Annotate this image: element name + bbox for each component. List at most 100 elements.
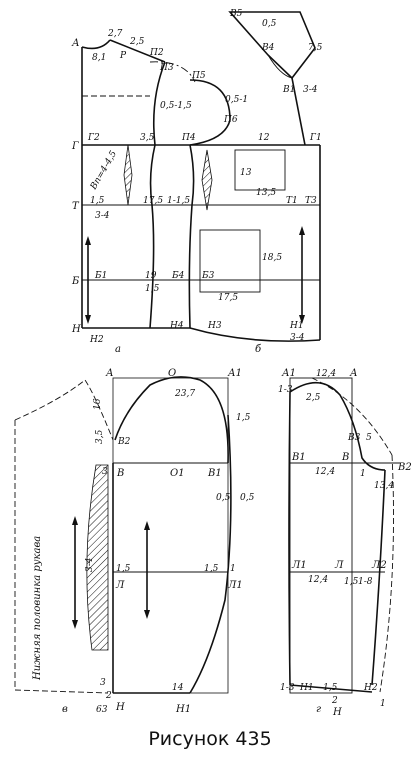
point-label: П5 — [191, 71, 206, 81]
panel-label-a: а — [115, 344, 121, 355]
dim-label: 0,5 — [262, 19, 277, 29]
under-sleeve-text: Нижняя половинка рукава — [32, 536, 43, 681]
point-label: Л2 — [371, 560, 387, 571]
point-label: В1 — [291, 452, 306, 463]
dim-label: 7,5 — [308, 43, 323, 53]
sleeve-front-seam — [189, 414, 232, 694]
dim-label: 17,5 — [143, 196, 163, 206]
dim-label: 2 — [331, 696, 338, 706]
arrow-head — [85, 315, 91, 324]
back-armhole — [152, 61, 166, 146]
dim-label: 12,4 — [315, 467, 335, 477]
point-label: Л — [115, 580, 125, 591]
front-shoulder-piece — [228, 11, 316, 80]
dim-label: 3,5 — [95, 429, 105, 444]
sleeve-hatched-area — [86, 464, 109, 651]
point-label: В — [116, 468, 124, 479]
point-label: А1 — [227, 368, 242, 379]
point-label: А — [349, 368, 358, 379]
front-side-seam — [188, 144, 195, 329]
dim-label: 2,5 — [129, 37, 145, 47]
dim-label: 1,5 — [236, 413, 251, 423]
arrow-head — [72, 516, 78, 525]
point-label: Б1 — [94, 271, 107, 281]
point-label: В2 — [397, 462, 412, 473]
point-label: Л1 — [227, 580, 243, 591]
dim-label: 1,5 — [323, 683, 338, 693]
point-label: П4 — [181, 133, 196, 143]
dim-label: 13,4 — [374, 481, 394, 491]
under-sleeve-cap — [14, 379, 114, 441]
guide-curve — [149, 61, 196, 83]
back-dart — [123, 144, 133, 206]
point-label: Н4 — [169, 321, 184, 331]
dim-label: 0,5-1,5 — [160, 101, 192, 111]
dim-label: 13 — [240, 168, 252, 178]
under-sleeve-outline — [14, 420, 109, 694]
arrow-head — [144, 610, 150, 619]
panel-label-b: б — [255, 344, 262, 355]
hem-line-front — [189, 327, 321, 342]
dim-label: 1 — [360, 469, 366, 479]
point-label: Т3 — [305, 196, 317, 206]
dim-label: 13,5 — [256, 188, 276, 198]
point-label: Г2 — [87, 133, 100, 143]
dim-label: 1,5 — [90, 196, 105, 206]
panel-label-v: в — [62, 704, 68, 715]
point-label: П3 — [159, 63, 174, 73]
dim-label: 0,5 — [240, 493, 255, 503]
point-label: Т1 — [286, 196, 298, 206]
point-label: Б — [71, 276, 80, 287]
point-label: Б4 — [171, 271, 185, 281]
dim-label: 1,5 — [344, 577, 359, 587]
dim-label: 19 — [145, 271, 157, 281]
sleeve-g-front — [371, 469, 386, 686]
point-label: Н1 — [289, 321, 304, 331]
dim-label: 1,5 — [116, 564, 131, 574]
sleeve-g-cap — [289, 381, 386, 471]
point-label: Н — [332, 707, 342, 718]
point-label: А1 — [281, 368, 296, 379]
dim-label: 17,5 — [218, 293, 238, 303]
dim-label: 1,5 — [204, 564, 219, 574]
dim-label: 18,5 — [262, 253, 282, 263]
point-label: В4 — [261, 43, 275, 53]
sleeve-g-back — [288, 391, 291, 686]
point-label: Г — [71, 141, 79, 152]
pattern-drawing: А 2,7 2,5 8,1 Р П2 П3 П5 П6 П4 0,5-1,5 0… — [14, 9, 412, 718]
dim-label: 1-8 — [358, 577, 373, 587]
arrow-head — [144, 521, 150, 530]
back-side-seam — [149, 144, 156, 329]
dim-label: 14 — [172, 683, 184, 693]
neckline-detail — [267, 54, 293, 79]
dim-label: 2,5 — [305, 393, 321, 403]
sleeve-g-hem — [289, 684, 373, 693]
point-label: Т — [72, 201, 80, 212]
sleeve-g-cap-alt — [311, 377, 393, 456]
back-shoulder-line — [109, 39, 166, 63]
point-label: В1 — [282, 85, 295, 95]
arrow-head — [85, 236, 91, 245]
arrow-head — [299, 315, 305, 324]
panel-label-g: г — [316, 704, 321, 715]
dim-label: 3 — [100, 678, 106, 688]
point-label: Н1 — [175, 704, 191, 715]
dim-label: 63 — [96, 705, 108, 715]
arrow-head — [72, 620, 78, 629]
dim-label: 3-4 — [303, 85, 318, 95]
dim-label: 3-4 — [95, 211, 110, 221]
point-label: О1 — [170, 468, 185, 479]
point-label: Н1 — [299, 683, 314, 693]
point-label: Л1 — [291, 560, 307, 571]
front-dart — [201, 149, 213, 211]
dim-label: 5 — [366, 433, 372, 443]
back-neck-curve — [81, 39, 111, 50]
dim-label: Вп=4-4,5 — [88, 149, 119, 192]
dim-label: 1 — [380, 699, 386, 709]
dim-label: 3-4 — [290, 333, 305, 343]
lower-pocket — [199, 229, 261, 293]
sleeve-draft-v: Нижняя половинка рукава А О А1 16 23,7 3… — [14, 368, 255, 715]
point-label: А — [71, 38, 80, 49]
point-label: Н — [71, 324, 81, 335]
point-label: В5 — [229, 9, 243, 19]
